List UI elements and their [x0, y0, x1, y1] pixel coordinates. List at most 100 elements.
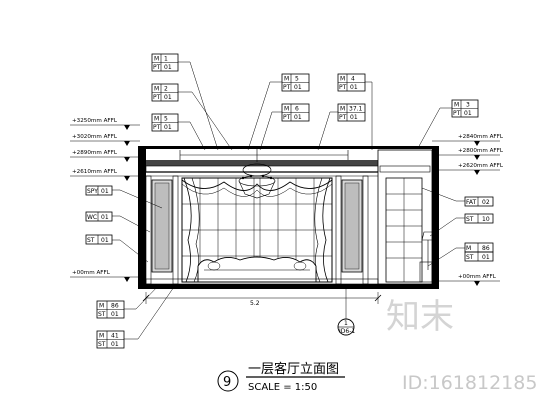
tag-subnum: 01	[164, 124, 172, 131]
dimension-line: 5.2	[142, 292, 382, 307]
left-tag-1: SPY 01	[85, 185, 113, 196]
tag-sub: PT	[339, 114, 347, 121]
tag-num: 10	[482, 216, 490, 223]
title-block: 9 一层客厅立面图 SCALE = 1:50	[217, 361, 345, 393]
tag-num: 41	[111, 333, 119, 340]
sofa	[197, 256, 317, 283]
top-tag-1: M 1 PT 01	[151, 53, 179, 72]
bottom-tag-1: M 86 ST 01	[96, 300, 125, 319]
level-label: +00mm AFFL	[458, 274, 497, 280]
tag-subnum: 01	[294, 114, 302, 121]
left-tag-3: ST 01	[85, 234, 113, 245]
tag-subnum: 01	[294, 84, 302, 91]
tag-code: ST	[466, 254, 474, 261]
top-leaders	[178, 61, 452, 151]
tag-num: 5	[164, 116, 168, 123]
drawing-title: 一层客厅立面图	[248, 361, 339, 377]
watermark-id: ID:161812185	[402, 372, 537, 394]
tag-num: 01	[482, 254, 490, 261]
tag-sub: ST	[98, 311, 106, 318]
right-tag-2: ST 10	[464, 213, 494, 224]
tag-code: M	[154, 86, 159, 93]
tag-num: 01	[101, 188, 109, 195]
right-tag-1: FAT 02	[464, 196, 494, 207]
tag-num: 6	[295, 106, 299, 113]
section-ref: ID6-1	[339, 328, 355, 335]
tag-code: M	[154, 56, 159, 63]
right-tag-3: M 86	[464, 242, 494, 253]
tag-sub: PT	[283, 84, 291, 91]
bottom-tag-2: M 41 ST 01	[96, 330, 125, 349]
tag-num: 86	[111, 303, 119, 310]
tag-sub: ST	[98, 341, 106, 348]
tag-code: M	[466, 245, 471, 252]
tag-code: SPY	[87, 188, 98, 195]
watermark: 知末 ID:161812185	[386, 297, 537, 394]
tag-sub: PT	[153, 64, 161, 71]
tag-subnum: 01	[464, 110, 472, 117]
tag-code: FAT	[466, 199, 477, 206]
right-leaders	[421, 187, 465, 267]
top-tag-3: M 5 PT 01	[151, 113, 179, 132]
top-tag-8: M 3 PT 01	[451, 99, 479, 118]
top-tag-7: M 37.1 PT 01	[337, 103, 366, 122]
tag-num: 3	[466, 102, 470, 109]
top-tag-2: M 2 PT 01	[151, 83, 179, 102]
tag-code: ST	[87, 237, 95, 244]
tag-code: ST	[466, 216, 474, 223]
level-label: +2620mm AFFL	[458, 163, 504, 169]
top-tag-5: M 4 PT 01	[337, 73, 366, 92]
levels-right: +2840mm AFFL +2800mm AFFL +2620mm AFFL +…	[432, 134, 504, 286]
left-leaders	[112, 189, 163, 263]
tag-code: M	[284, 76, 289, 83]
tag-num: 5	[295, 76, 299, 83]
tag-code: M	[454, 102, 459, 109]
level-label: +00mm AFFL	[72, 270, 111, 276]
drawing-scale: SCALE = 1:50	[248, 382, 317, 393]
top-tag-4: M 5 PT 01	[281, 73, 310, 92]
level-label: +3020mm AFFL	[72, 134, 118, 140]
tag-code: M	[340, 106, 345, 113]
tag-num: 37.1	[349, 106, 363, 113]
watermark-logo: 知末	[386, 297, 454, 337]
tag-num: 86	[482, 245, 490, 252]
section-marker: 1 ID6-1	[337, 288, 355, 336]
tag-num: 02	[482, 199, 490, 206]
levels-left: +3250mm AFFL +3020mm AFFL +2890mm AFFL +…	[70, 118, 140, 282]
tag-num: 2	[164, 86, 168, 93]
tag-subnum: 01	[164, 64, 172, 71]
tag-code: M	[340, 76, 345, 83]
tag-subnum: 01	[111, 341, 119, 348]
top-tag-6: M 6 PT 01	[281, 103, 310, 122]
tag-sub: PT	[339, 84, 347, 91]
bottom-leaders	[124, 283, 177, 340]
tag-sub: PT	[283, 114, 291, 121]
level-label: +2610mm AFFL	[72, 169, 118, 175]
dimension-text: 5.2	[250, 300, 260, 307]
tag-subnum: 01	[164, 94, 172, 101]
right-tag-4: ST 01	[464, 251, 494, 262]
tag-sub: PT	[153, 94, 161, 101]
tag-num: 4	[351, 76, 355, 83]
level-label: +3250mm AFFL	[72, 118, 118, 124]
level-label: +2800mm AFFL	[458, 148, 504, 154]
tag-subnum: 01	[111, 311, 119, 318]
tag-num: 01	[101, 214, 109, 221]
level-label: +2840mm AFFL	[458, 134, 504, 140]
tag-sub: PT	[153, 124, 161, 131]
tag-code: M	[99, 333, 104, 340]
elevation-body	[138, 146, 439, 289]
tag-code: M	[284, 106, 289, 113]
level-label: +2890mm AFFL	[72, 150, 118, 156]
tag-code: WC	[87, 214, 97, 221]
tag-code: M	[154, 116, 159, 123]
tag-num: 1	[164, 56, 168, 63]
tag-subnum: 01	[350, 114, 358, 121]
left-tag-2: WC 01	[85, 211, 113, 222]
chandelier	[238, 149, 276, 199]
tag-code: M	[99, 303, 104, 310]
drawing-number: 9	[223, 375, 231, 390]
section-mark-num: 1	[344, 320, 348, 327]
